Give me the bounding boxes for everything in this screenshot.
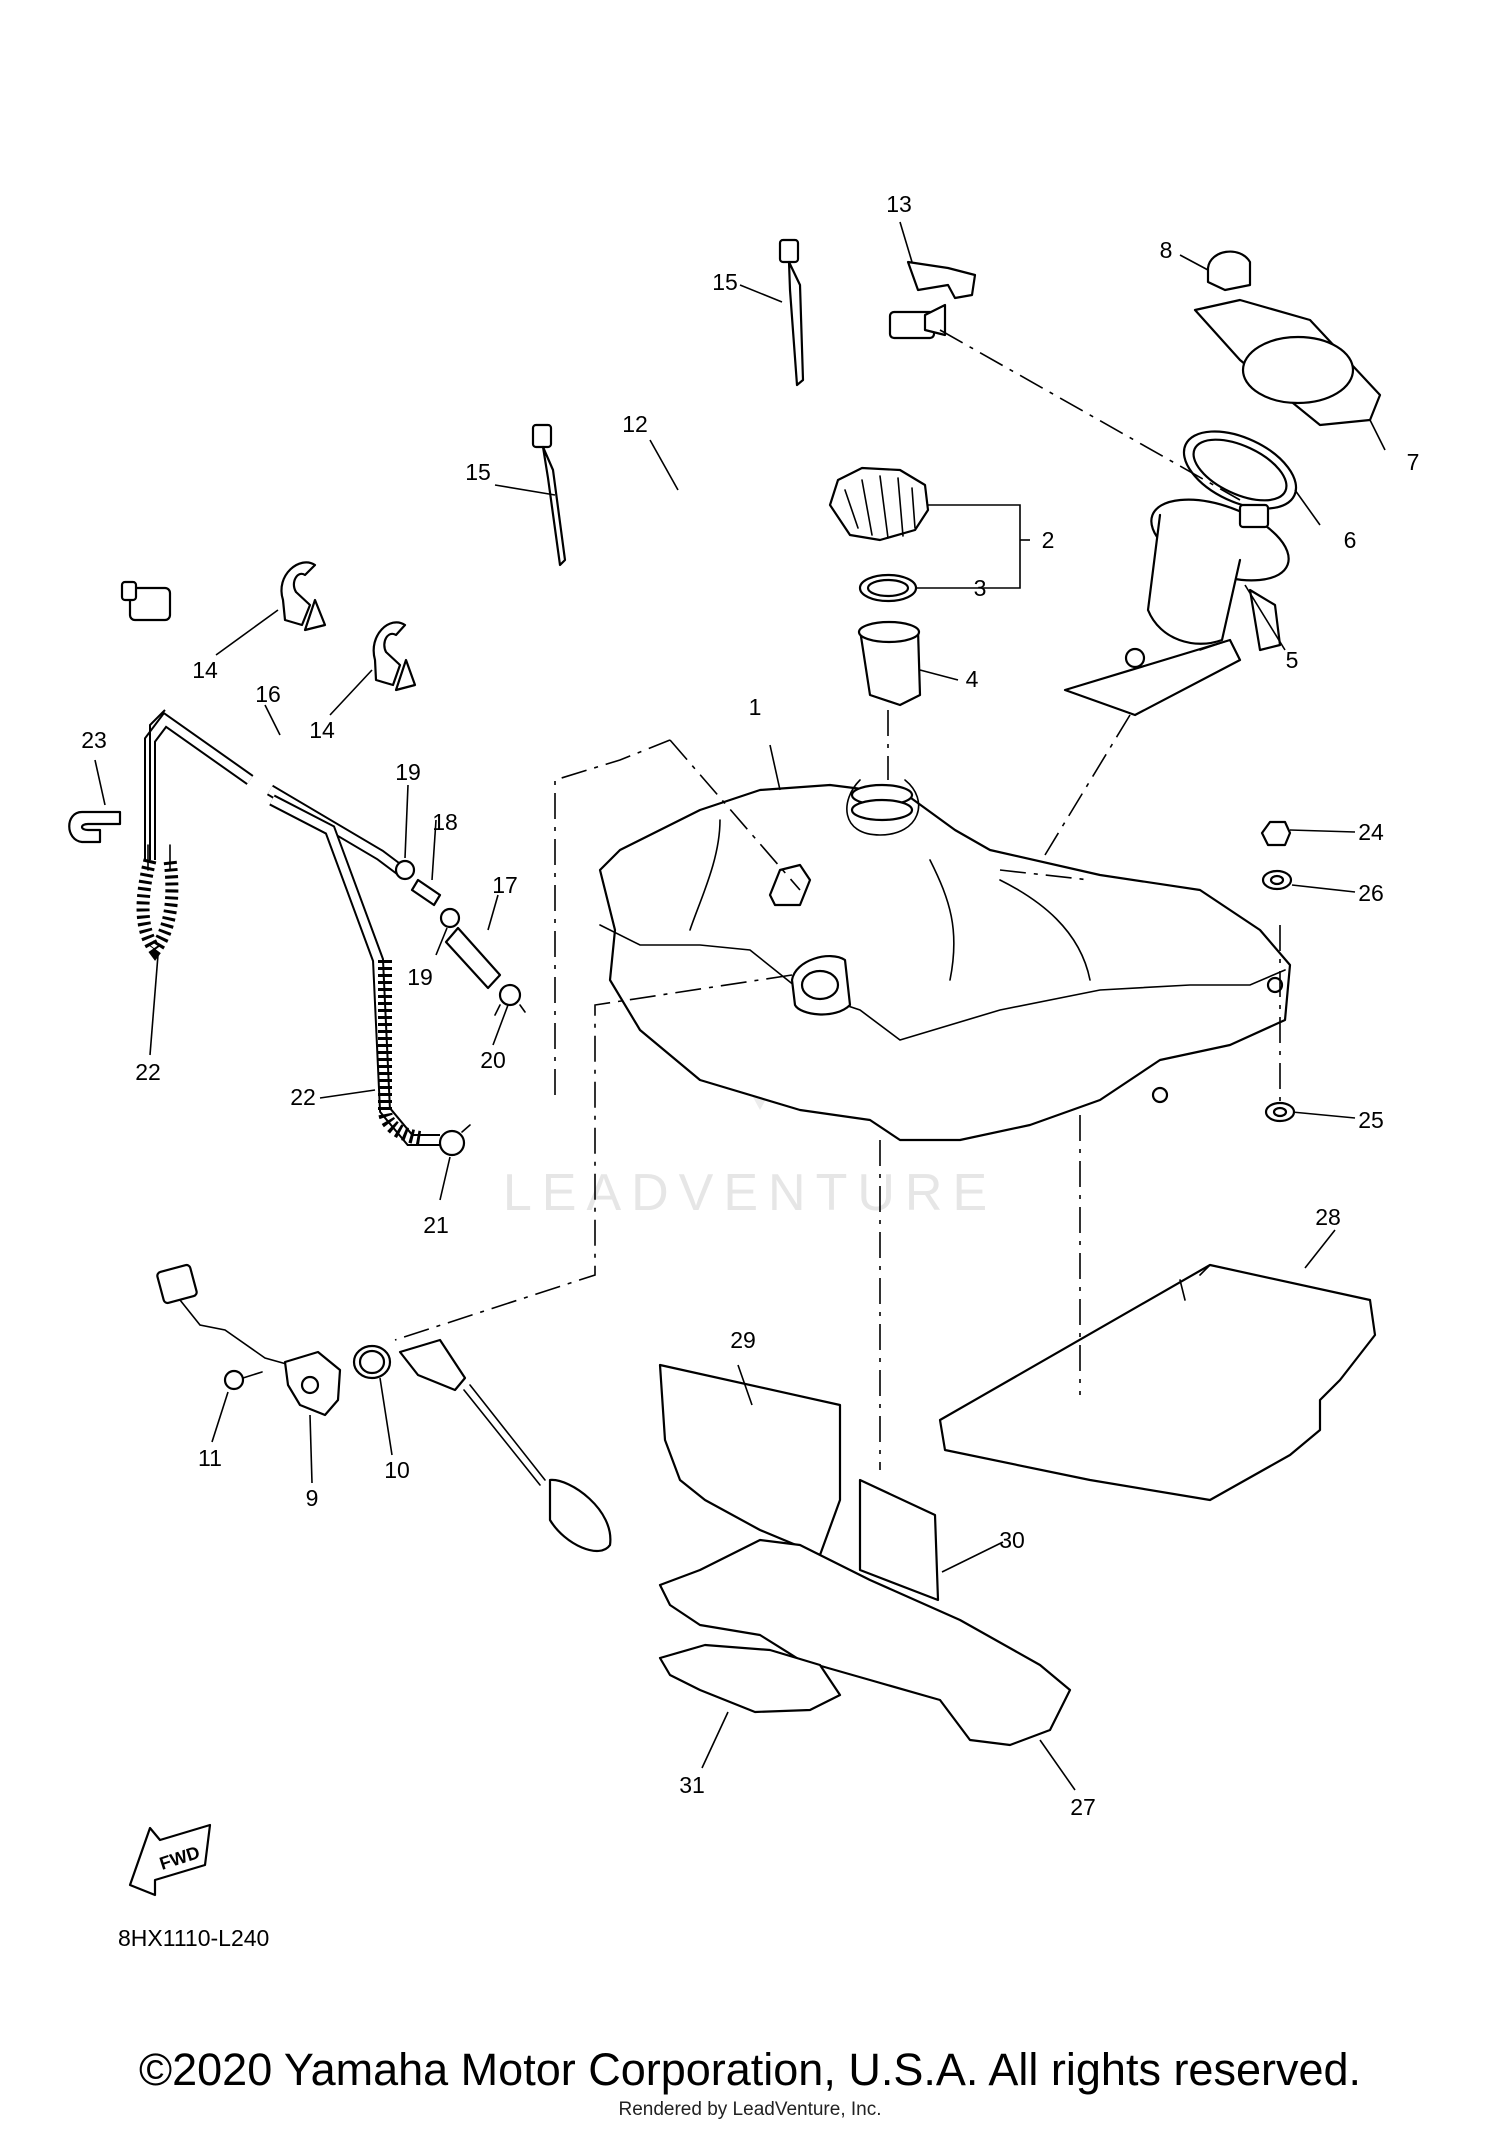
damper-30[interactable]	[858, 1478, 940, 1602]
callout-17[interactable]: 17	[492, 872, 518, 898]
connector-13[interactable]	[906, 260, 977, 337]
leader-lines	[94, 221, 1386, 1791]
callout-25[interactable]: 25	[1358, 1107, 1384, 1133]
callout-11[interactable]: 11	[198, 1445, 222, 1471]
watermark-text: LEADVENTURE	[503, 1164, 997, 1222]
heat-protector-27[interactable]	[658, 1538, 1072, 1747]
callout-2[interactable]: 2	[1042, 527, 1055, 553]
clip-19-upper[interactable]	[394, 859, 416, 881]
clamp-14-right[interactable]	[372, 621, 417, 692]
callout-12[interactable]: 12	[622, 411, 648, 437]
fuel-cap-2[interactable]	[828, 466, 930, 542]
callout-5[interactable]: 5	[1286, 647, 1299, 673]
callout-14-left[interactable]: 14	[192, 657, 218, 683]
callout-labels: 1 2 3 4 5 6 7 8 9 10 11 12 13 14 14 15 1…	[81, 191, 1419, 1820]
callout-27[interactable]: 27	[1070, 1794, 1096, 1820]
float-arm[interactable]	[398, 1338, 612, 1553]
callout-18[interactable]: 18	[432, 809, 458, 835]
diagram-code: 8HX1110-L240	[118, 1925, 269, 1951]
hose-17[interactable]	[444, 926, 502, 990]
bolt-11[interactable]	[223, 1369, 263, 1391]
callout-7[interactable]: 7	[1407, 449, 1420, 475]
callout-10[interactable]: 10	[384, 1457, 410, 1483]
callout-29[interactable]: 29	[730, 1327, 756, 1353]
fuel-sender-9[interactable]	[156, 1263, 342, 1417]
retainer-plate-7[interactable]	[1193, 298, 1382, 427]
assembly-lines	[394, 329, 1281, 1470]
callout-28[interactable]: 28	[1315, 1204, 1341, 1230]
callout-14-right[interactable]: 14	[309, 717, 335, 743]
cable-tie-15-upper[interactable]	[778, 238, 805, 387]
callout-21[interactable]: 21	[423, 1212, 449, 1238]
clamp-14-left[interactable]	[280, 561, 327, 632]
callout-22-left[interactable]: 22	[135, 1059, 161, 1085]
callout-8[interactable]: 8	[1160, 237, 1173, 263]
fuel-hose-12[interactable]	[120, 250, 936, 655]
callout-15-upper[interactable]: 15	[712, 269, 738, 295]
vent-hose-22-right[interactable]	[269, 794, 440, 1146]
joint-18[interactable]	[410, 878, 442, 907]
hose-clip-23[interactable]	[68, 810, 122, 844]
copyright-notice: ©2020 Yamaha Motor Corporation, U.S.A. A…	[139, 2044, 1361, 2095]
callout-22-right[interactable]: 22	[290, 1084, 316, 1110]
strainer-4[interactable]	[857, 620, 922, 707]
callout-6[interactable]: 6	[1344, 527, 1357, 553]
heat-protector-28[interactable]	[938, 1263, 1377, 1502]
callout-20[interactable]: 20	[480, 1047, 506, 1073]
gasket-6[interactable]	[1172, 416, 1308, 525]
damper-29[interactable]	[658, 1363, 842, 1557]
callout-23[interactable]: 23	[81, 727, 107, 753]
cap-8[interactable]	[1206, 250, 1252, 292]
gasket-10[interactable]	[352, 1344, 392, 1380]
clip-20[interactable]	[494, 983, 526, 1016]
damper-31[interactable]	[658, 1643, 842, 1714]
callout-30[interactable]: 30	[999, 1527, 1025, 1553]
callout-19-upper[interactable]: 19	[395, 759, 421, 785]
callout-31[interactable]: 31	[679, 1772, 705, 1798]
breather-hose-16[interactable]	[144, 709, 404, 875]
clip-21[interactable]	[438, 1124, 471, 1157]
vent-hose-22-left[interactable]	[136, 844, 179, 961]
callout-15-lower[interactable]: 15	[465, 459, 491, 485]
callout-16[interactable]: 16	[255, 681, 281, 707]
callout-24[interactable]: 24	[1358, 819, 1384, 845]
callout-9[interactable]: 9	[306, 1485, 319, 1511]
callout-19-lower[interactable]: 19	[407, 964, 433, 990]
gasket-3[interactable]	[858, 573, 918, 603]
callout-3[interactable]: 3	[974, 575, 987, 601]
washer-26[interactable]	[1261, 869, 1293, 891]
nut-24[interactable]	[1260, 820, 1292, 847]
forward-direction-arrow: FWD	[128, 1823, 212, 1897]
callout-4[interactable]: 4	[966, 666, 979, 692]
clip-19-lower[interactable]	[439, 907, 461, 929]
fuel-pump-5[interactable]	[1063, 483, 1299, 717]
rendered-by-notice: Rendered by LeadVenture, Inc.	[618, 2099, 881, 2120]
washer-25[interactable]	[1264, 1101, 1296, 1123]
fuel-tank-1[interactable]	[598, 779, 1292, 1142]
callout-13[interactable]: 13	[886, 191, 912, 217]
callout-1[interactable]: 1	[749, 694, 762, 720]
callout-26[interactable]: 26	[1358, 880, 1384, 906]
cable-tie-15-lower[interactable]	[531, 423, 567, 567]
